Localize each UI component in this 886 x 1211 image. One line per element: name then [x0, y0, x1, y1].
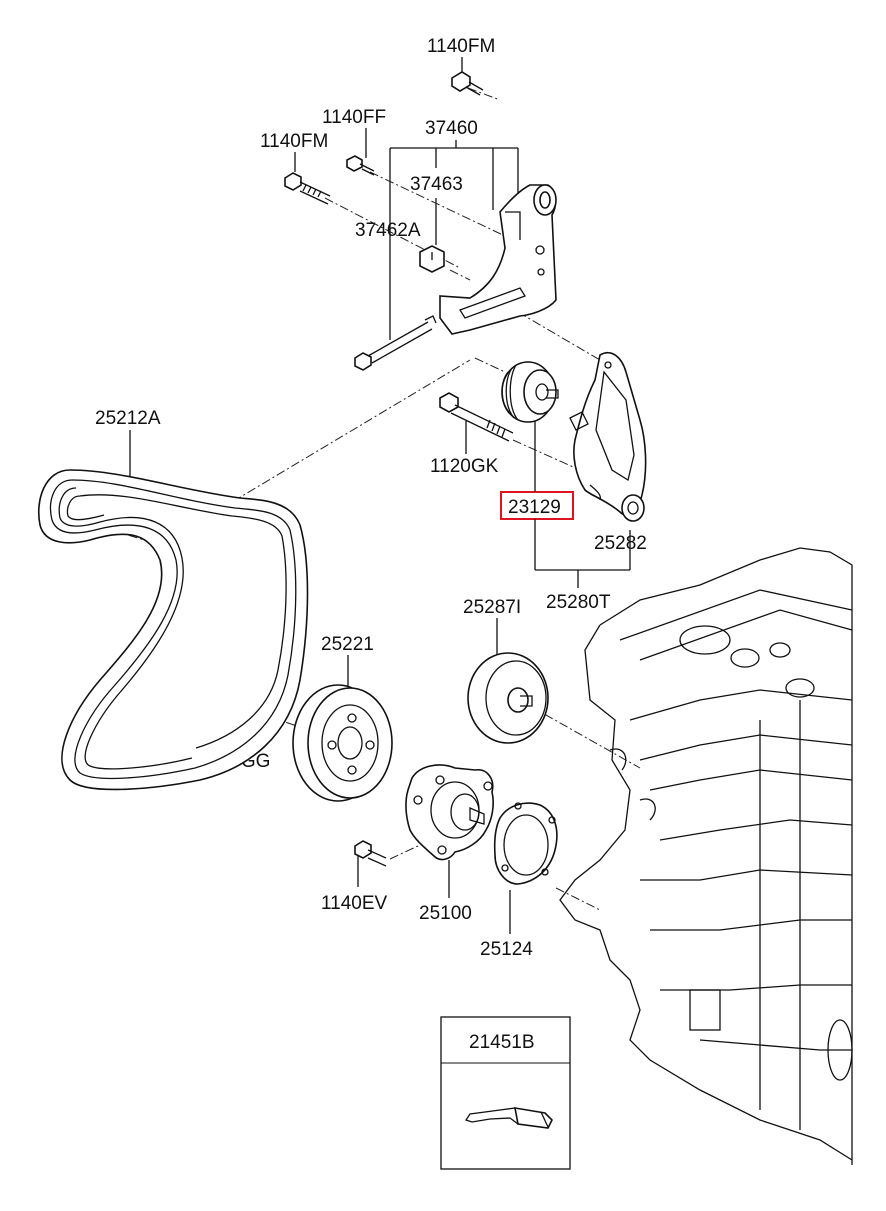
bolt-icon — [451, 71, 484, 96]
label-pump-pulley: 25221 — [321, 634, 374, 655]
sealant-tube-icon — [464, 1107, 553, 1129]
label-water-pump: 25100 — [419, 903, 472, 924]
drive-belt — [38, 469, 309, 791]
label-bracket-assy: 37460 — [425, 118, 478, 139]
mounting-bracket — [439, 184, 557, 335]
bolt-icon — [354, 840, 387, 867]
bolt-icon — [346, 155, 375, 176]
bolt-icon — [439, 392, 514, 442]
label-bolt-ff: 1140FF — [322, 107, 386, 128]
label-left-bolt: 1140FM — [260, 131, 328, 152]
water-pump-pulley — [292, 684, 393, 802]
sealant-box: 21451B — [440, 1016, 571, 1170]
label-sealant: 21451B — [469, 1032, 535, 1053]
idler-pulley — [501, 361, 559, 423]
label-idler-pulley[interactable]: 23129 — [508, 497, 561, 518]
label-tensioner-assy: 25280T — [546, 592, 611, 613]
water-pump — [405, 764, 494, 861]
label-belt: 25212A — [95, 408, 161, 429]
bolt-icon — [284, 172, 331, 205]
label-tensioner-arm: 25282 — [594, 533, 647, 554]
engine-block — [559, 547, 853, 1165]
clip-icon — [419, 245, 445, 273]
pump-gasket — [493, 802, 558, 885]
label-tensioner-bolt: 1120GK — [430, 456, 499, 477]
label-idler-lower: 25287I — [463, 597, 521, 618]
idler-pulley-lower — [467, 652, 549, 744]
label-pump-bolt: 1140EV — [321, 893, 388, 914]
stud-bolt-icon — [354, 315, 437, 371]
label-clip: 37463 — [410, 174, 463, 195]
highlight-box — [500, 491, 574, 520]
label-gasket: 25124 — [480, 939, 533, 960]
label-top-bolt: 1140FM — [427, 36, 495, 57]
tensioner-arm — [569, 351, 647, 522]
